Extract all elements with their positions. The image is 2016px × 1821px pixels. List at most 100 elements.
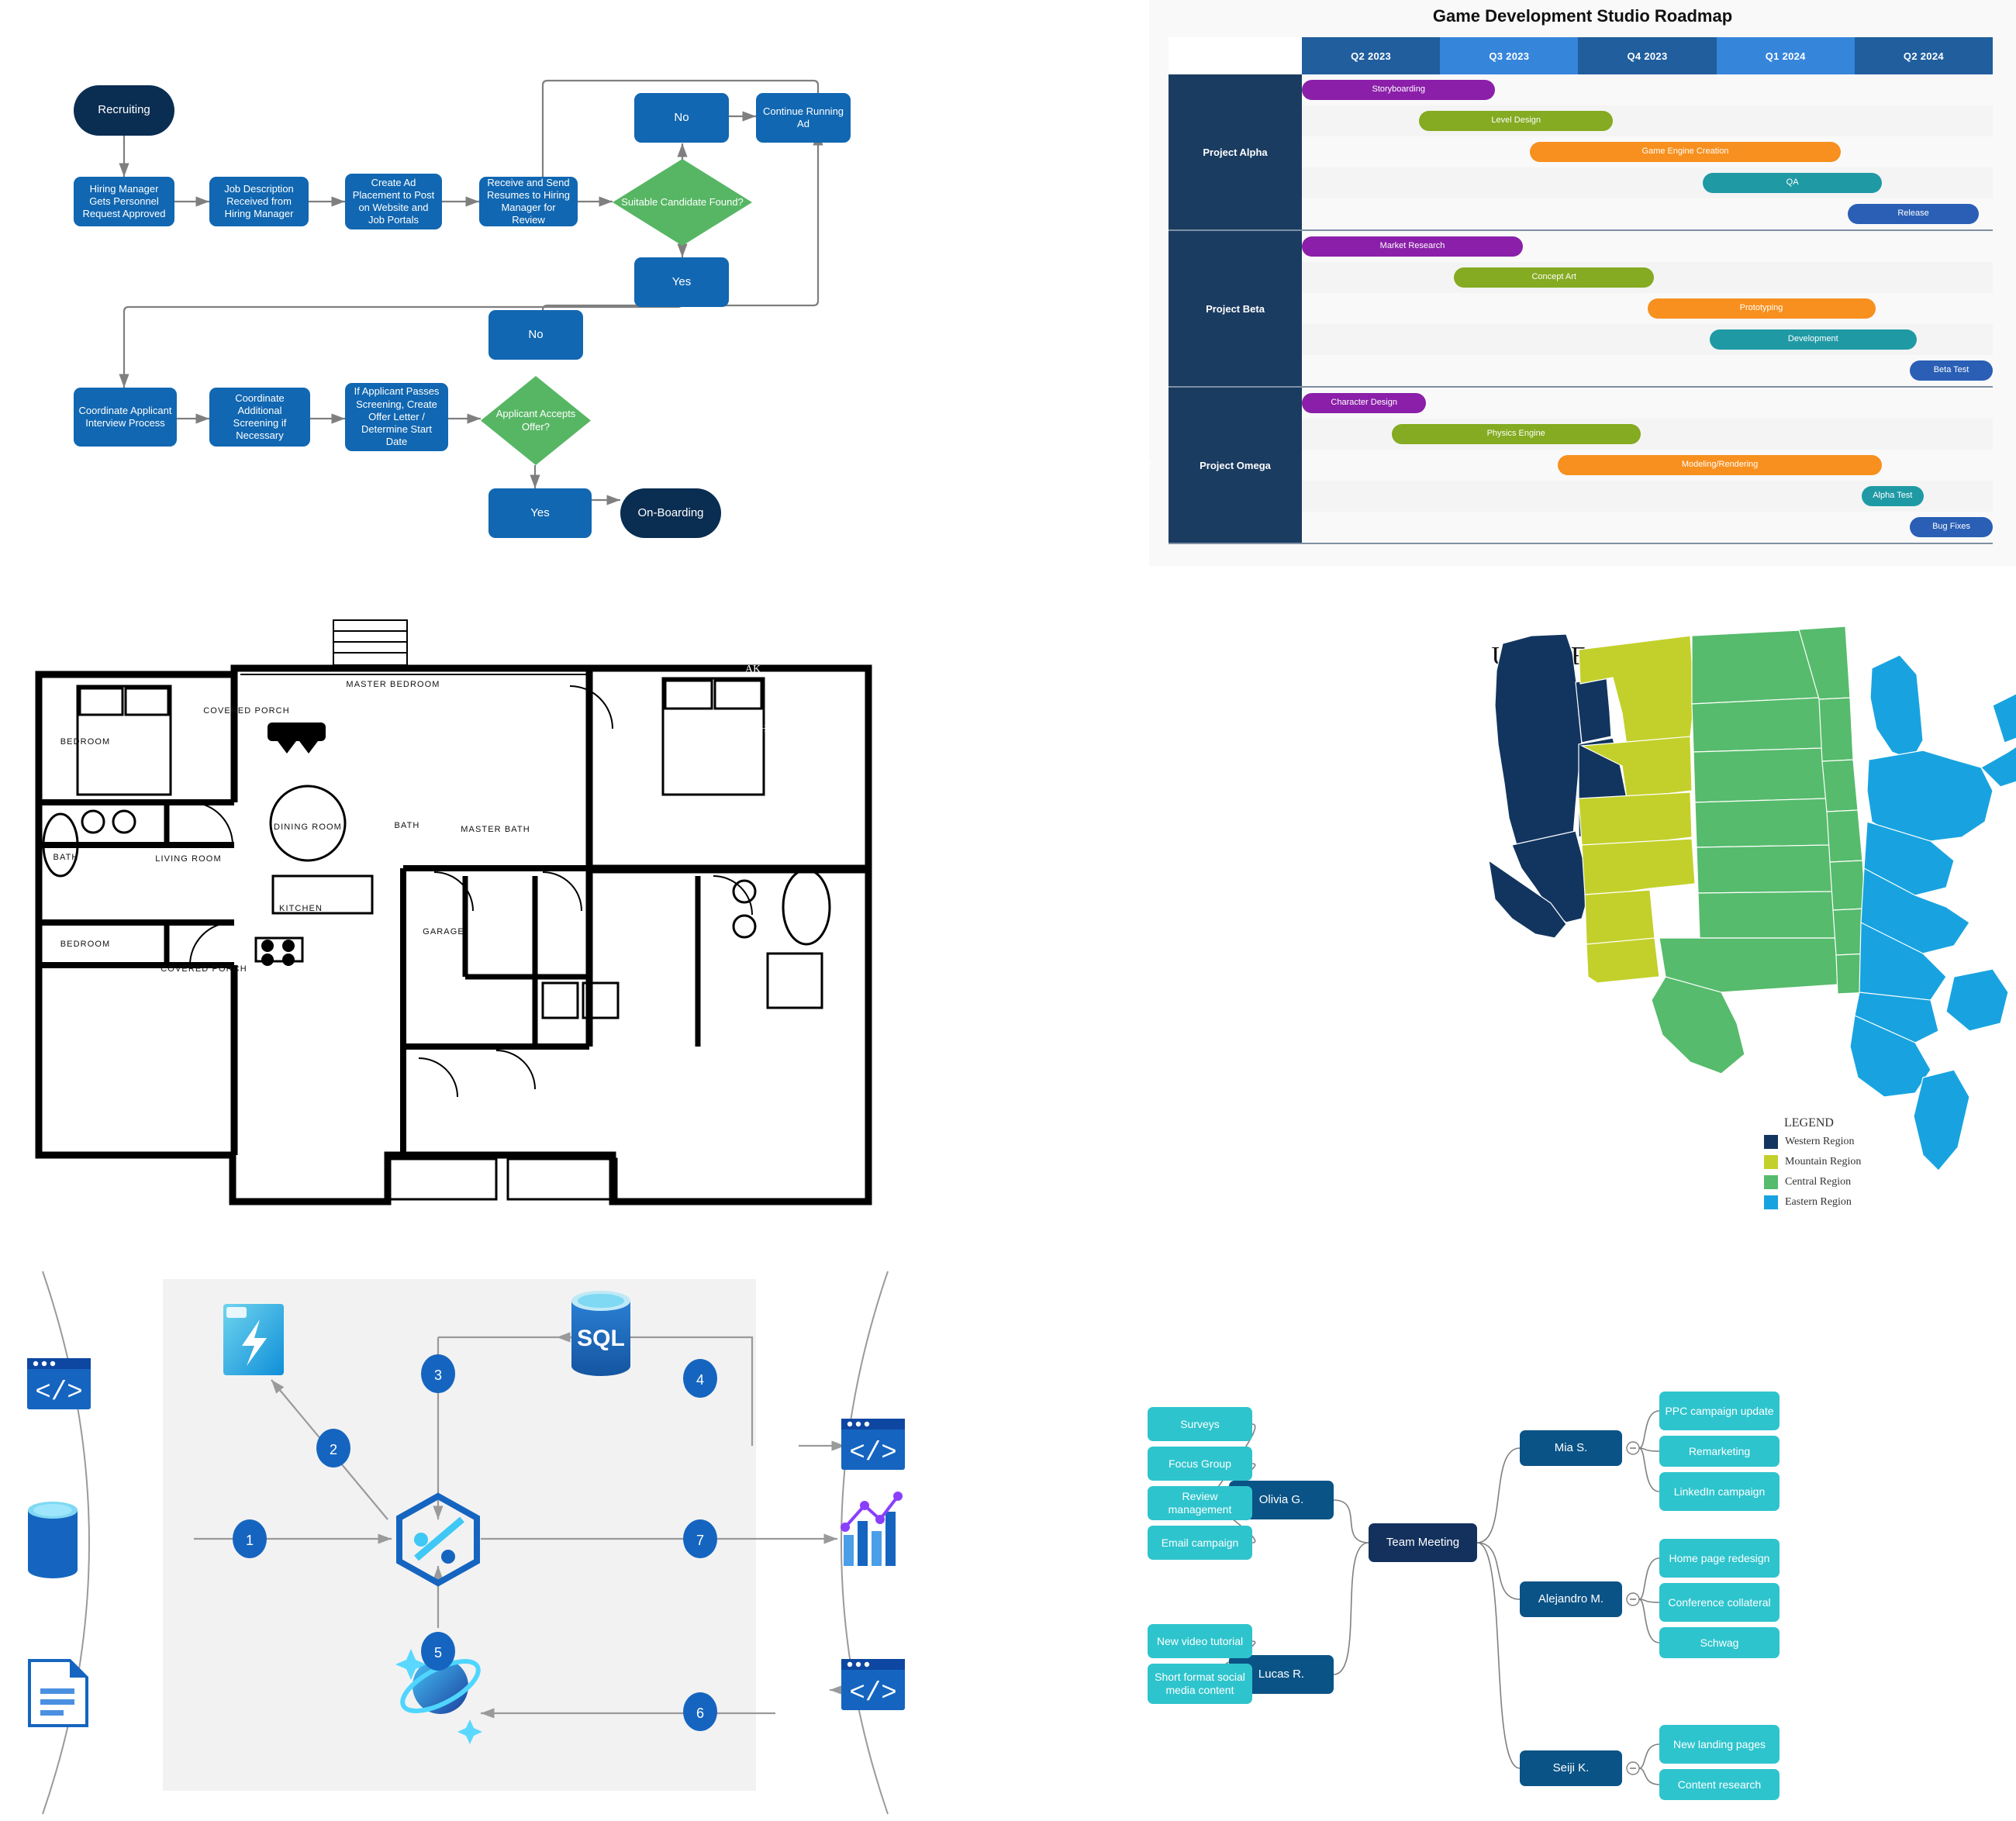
mindmap-root-node[interactable]: Team Meeting	[1369, 1523, 1477, 1562]
gantt-task-bar[interactable]: Beta Test	[1910, 360, 1993, 381]
gantt-task-bar[interactable]: Concept Art	[1454, 267, 1655, 288]
gantt-task-bar[interactable]: Development	[1709, 329, 1917, 350]
gantt-task-bar[interactable]: Modeling/Rendering	[1557, 455, 1883, 475]
gantt-lane: Modeling/Rendering	[1302, 450, 1993, 481]
mindmap-leaf-r0-0[interactable]: PPC campaign update	[1659, 1392, 1780, 1430]
legend-item: Mountain Region	[1764, 1155, 1919, 1169]
flow-node-coord-interview[interactable]: Coordinate Applicant Interview Process	[74, 388, 177, 447]
flow-node-create-ad[interactable]: Create Ad Placement to Post on Website a…	[345, 174, 442, 229]
flow-node-yes-2[interactable]: Yes	[488, 488, 592, 538]
flow-node-offer-letter[interactable]: If Applicant Passes Screening, Create Of…	[345, 383, 448, 451]
mindmap-leaf-r1-2[interactable]: Schwag	[1659, 1627, 1780, 1658]
azure-step-badge: 4	[696, 1372, 704, 1388]
mindmap-leaf-1-0[interactable]: New video tutorial	[1148, 1624, 1252, 1658]
mindmap-connector	[1476, 1542, 1521, 1600]
mindmap-leaf-r0-1[interactable]: Remarketing	[1659, 1436, 1780, 1467]
gantt-task-bar[interactable]: Storyboarding	[1302, 80, 1496, 100]
mindmap-branch-r2[interactable]: Seiji K.	[1520, 1750, 1622, 1786]
mindmap-connector	[1476, 1542, 1521, 1769]
mindmap-connector	[1638, 1557, 1660, 1600]
mindmap-leaf-r1-0[interactable]: Home page redesign	[1659, 1539, 1780, 1578]
mindmap-branch-r0[interactable]: Mia S.	[1520, 1430, 1622, 1466]
flow-node-coord-screening[interactable]: Coordinate Additional Screening if Neces…	[209, 388, 310, 447]
mindmap-leaf-0-2[interactable]: Review management	[1148, 1486, 1252, 1520]
map-state-label: ND	[906, 460, 923, 472]
gantt-task-bar[interactable]: Game Engine Creation	[1530, 142, 1841, 162]
gantt-lane: QA	[1302, 167, 1993, 198]
map-state-label: VA	[1082, 533, 1098, 545]
mindmap-leaf-0-3[interactable]: Email campaign	[1148, 1526, 1252, 1560]
floorplan-drawing	[35, 619, 872, 1205]
map-state-label: KS	[917, 558, 931, 570]
map-state-label: VT	[1117, 472, 1132, 484]
mindmap-collapse-toggle[interactable]	[1626, 1761, 1640, 1775]
mindmap-leaf-0-0[interactable]: Surveys	[1148, 1407, 1252, 1441]
mindmap-connector	[1638, 1599, 1660, 1643]
mindmap-leaf-r0-2[interactable]: LinkedIn campaign	[1659, 1472, 1780, 1511]
flow-node-onboarding[interactable]: On-Boarding	[620, 488, 721, 538]
floorplan-room-label: COVERED PORCH	[203, 706, 290, 716]
flow-node-label: No	[674, 110, 689, 124]
gantt-task-bar[interactable]: Bug Fixes	[1910, 517, 1993, 537]
flow-node-recruiting[interactable]: Recruiting	[74, 85, 174, 136]
function-app-icon	[223, 1304, 284, 1375]
flow-node-job-desc[interactable]: Job Description Received from Hiring Man…	[209, 177, 309, 226]
mindmap-connector	[1638, 1743, 1660, 1769]
gantt-task-bar[interactable]: Character Design	[1302, 393, 1427, 413]
gantt-task-bar[interactable]: Alpha Test	[1861, 486, 1924, 506]
mindmap-branch-r1[interactable]: Alejandro M.	[1520, 1581, 1622, 1617]
usa-map-shapes	[1488, 626, 2016, 1171]
flow-node-no-2[interactable]: No	[488, 310, 583, 360]
flow-node-yes-1[interactable]: Yes	[634, 257, 729, 307]
map-state-label: GA	[1051, 615, 1068, 626]
mindmap-leaf-r1-1[interactable]: Conference collateral	[1659, 1583, 1780, 1622]
gantt-task-bar[interactable]: QA	[1702, 173, 1883, 193]
map-state-label: MI	[1024, 502, 1037, 514]
mindmap-connector	[1638, 1410, 1660, 1449]
map-state-label: FL	[1077, 658, 1091, 670]
azure-diagram-graphics: SQL </>	[27, 1271, 905, 1815]
gantt-corner-cell	[1169, 37, 1302, 74]
map-state-label: NC	[1080, 578, 1096, 589]
flow-node-continue-ad[interactable]: Continue Running Ad	[756, 93, 851, 143]
database-icon	[28, 1502, 78, 1578]
mindmap-collapse-toggle[interactable]	[1626, 1441, 1640, 1455]
map-state-label: WV	[1062, 523, 1080, 535]
mindmap-collapse-toggle[interactable]	[1626, 1592, 1640, 1606]
event-grid-icon	[396, 1492, 480, 1587]
legend-swatch	[1764, 1135, 1778, 1149]
azure-step-badge: 1	[246, 1533, 254, 1548]
mindmap-leaf-1-1[interactable]: Short format social media content	[1148, 1664, 1252, 1704]
floorplan-room-label: MASTER BEDROOM	[346, 680, 440, 689]
mindmap-node-label: Focus Group	[1169, 1457, 1231, 1470]
gantt-lane: Storyboarding	[1302, 74, 1993, 105]
azure-step-badge: 7	[696, 1533, 704, 1548]
gantt-task-bar[interactable]: Release	[1847, 204, 1980, 224]
flow-node-hm-approve[interactable]: Hiring Manager Gets Personnel Request Ap…	[74, 177, 174, 226]
document-icon	[28, 1659, 88, 1727]
gantt-project-label: Project Omega	[1169, 388, 1302, 544]
flow-node-receive-send[interactable]: Receive and Send Resumes to Hiring Manag…	[479, 177, 578, 226]
map-state-label: CA	[734, 550, 750, 562]
gantt-task-bar[interactable]: Level Design	[1419, 111, 1613, 131]
gantt-task-bar[interactable]: Market Research	[1302, 236, 1524, 257]
map-state-label: MS	[992, 615, 1010, 626]
gantt-task-bar[interactable]: Physics Engine	[1391, 424, 1641, 444]
mindmap-connector	[1638, 1768, 1660, 1785]
map-state-label: SC	[1072, 599, 1086, 611]
mindmap-leaf-r2-1[interactable]: Content research	[1659, 1769, 1780, 1800]
legend-swatch	[1764, 1175, 1778, 1189]
analytics-chart-icon	[841, 1492, 903, 1566]
map-state-label: NE	[906, 521, 921, 533]
mindmap-leaf-0-1[interactable]: Focus Group	[1148, 1447, 1252, 1481]
gantt-header-row: Q2 2023 Q3 2023 Q4 2023 Q1 2024 Q2 2024	[1169, 37, 1994, 74]
gantt-task-bar[interactable]: Prototyping	[1647, 298, 1876, 319]
legend-swatch	[1764, 1195, 1778, 1209]
mindmap-leaf-r2-0[interactable]: New landing pages	[1659, 1725, 1780, 1764]
flow-node-no-1[interactable]: No	[634, 93, 729, 143]
floorplan-room-label: DINING ROOM	[274, 823, 342, 832]
gantt-lane: Game Engine Creation	[1302, 136, 1993, 167]
